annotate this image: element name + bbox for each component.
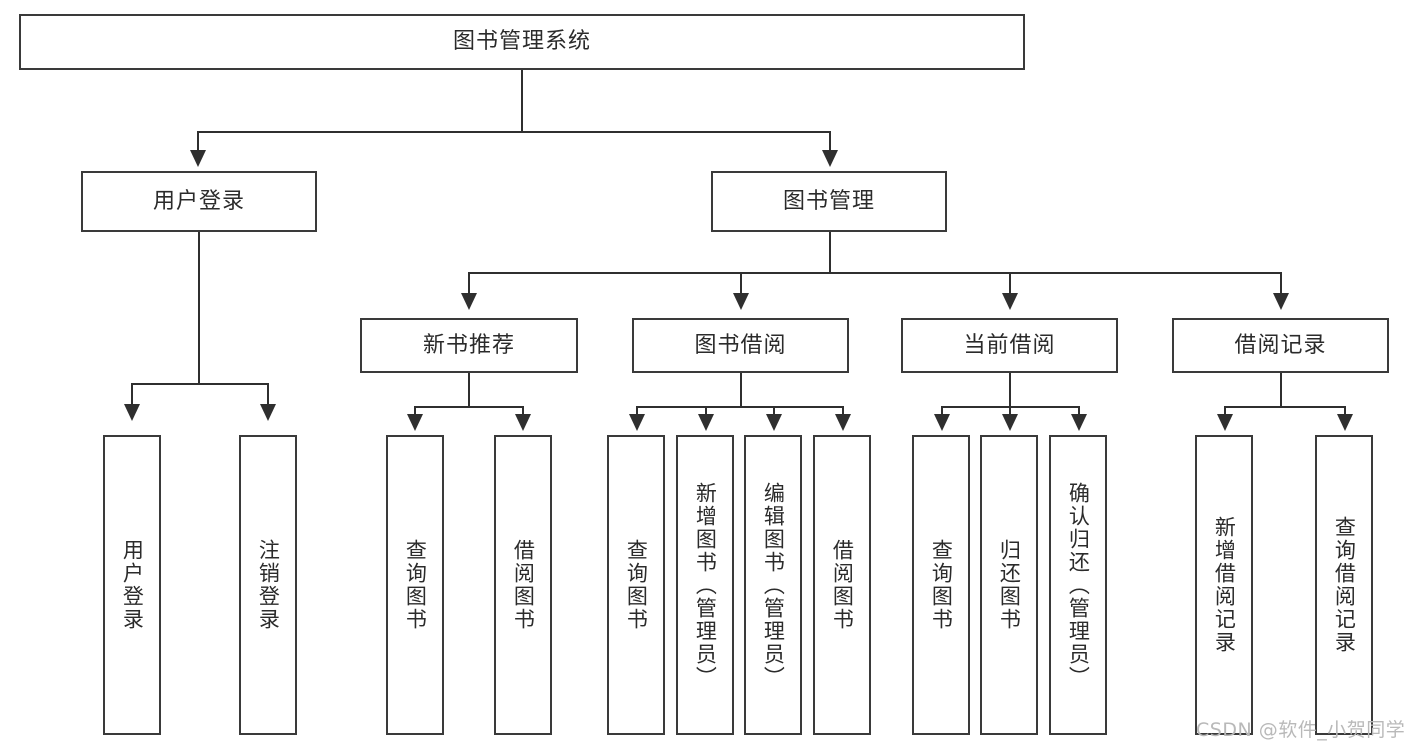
leaf-query-book-nbr[interactable]: 查询图书: [386, 435, 444, 735]
arrow-cb-leaf-3: [1071, 414, 1087, 431]
node-label: 查询图书: [624, 539, 649, 631]
arrow-cb-leaf-2: [1002, 414, 1018, 431]
connector-user-login-bus: [131, 383, 267, 385]
leaf-query-borrow-record[interactable]: 查询借阅记录: [1315, 435, 1373, 735]
leaf-user-login[interactable]: 用户登录: [103, 435, 161, 735]
connector-bm-drop-4: [1280, 272, 1282, 296]
connector-br-drop-2: [1344, 406, 1346, 418]
arrow-bb-leaf-1: [629, 414, 645, 431]
node-label: 图书借阅: [694, 332, 787, 358]
arrow-to-new-book-recommend: [461, 293, 477, 310]
node-label: 新增借阅记录: [1212, 516, 1237, 654]
arrow-bb-leaf-3: [766, 414, 782, 431]
connector-nbr-drop-1: [414, 406, 416, 418]
node-label: 用户登录: [120, 539, 145, 631]
connector-cb-stem: [1009, 373, 1011, 407]
node-label: 确认归还（管理员）: [1066, 481, 1091, 689]
arrow-to-borrow-record: [1273, 293, 1289, 310]
connector-cb-drop-2: [1009, 406, 1011, 418]
connector-bb-bus: [636, 406, 842, 408]
connector-bm-drop-3: [1009, 272, 1011, 296]
arrow-nbr-leaf-1: [407, 414, 423, 431]
arrow-br-leaf-2: [1337, 414, 1353, 431]
arrow-cb-leaf-1: [934, 414, 950, 431]
leaf-confirm-return-admin[interactable]: 确认归还（管理员）: [1049, 435, 1107, 735]
connector-user-login-stem: [198, 232, 200, 384]
connector-br-bus: [1224, 406, 1344, 408]
leaf-logout[interactable]: 注销登录: [239, 435, 297, 735]
connector-br-drop-1: [1224, 406, 1226, 418]
connector-cb-drop-1: [941, 406, 943, 418]
arrow-bb-leaf-4: [835, 414, 851, 431]
connector-bb-drop-1: [636, 406, 638, 418]
node-book-management[interactable]: 图书管理: [711, 171, 947, 232]
leaf-query-book-bb[interactable]: 查询图书: [607, 435, 665, 735]
leaf-borrow-book-nbr[interactable]: 借阅图书: [494, 435, 552, 735]
connector-book-management-bus: [468, 272, 1280, 274]
connector-bb-stem: [740, 373, 742, 407]
connector-root-drop-2: [829, 131, 831, 153]
arrow-to-current-borrow: [1002, 293, 1018, 310]
leaf-return-book[interactable]: 归还图书: [980, 435, 1038, 735]
connector-bm-drop-2: [740, 272, 742, 296]
arrow-to-user-login: [190, 150, 206, 167]
connector-nbr-stem: [468, 373, 470, 407]
arrow-to-user-login-leaf: [124, 404, 140, 421]
arrow-to-book-borrow: [733, 293, 749, 310]
leaf-add-borrow-record[interactable]: 新增借阅记录: [1195, 435, 1253, 735]
node-root-library-system[interactable]: 图书管理系统: [19, 14, 1025, 70]
node-label: 图书管理系统: [452, 29, 591, 55]
connector-user-login-drop-2: [267, 383, 269, 407]
connector-root-bus: [197, 131, 829, 133]
node-user-login[interactable]: 用户登录: [81, 171, 317, 232]
node-label: 用户登录: [152, 188, 245, 214]
watermark-text: CSDN @软件_小贺同学: [1196, 719, 1405, 741]
connector-cb-drop-3: [1078, 406, 1080, 418]
node-label: 查询图书: [403, 539, 428, 631]
node-label: 图书管理: [782, 188, 875, 214]
leaf-edit-book-admin[interactable]: 编辑图书（管理员）: [744, 435, 802, 735]
connector-bb-drop-2: [705, 406, 707, 418]
node-label: 注销登录: [256, 539, 281, 631]
connector-br-stem: [1280, 373, 1282, 407]
connector-root-stem: [521, 70, 523, 132]
node-label: 查询图书: [929, 539, 954, 631]
node-label: 当前借阅: [963, 332, 1056, 358]
node-new-book-recommend[interactable]: 新书推荐: [360, 318, 578, 373]
connector-nbr-drop-2: [522, 406, 524, 418]
arrow-to-book-management: [822, 150, 838, 167]
connector-bm-drop-1: [468, 272, 470, 296]
leaf-query-book-cb[interactable]: 查询图书: [912, 435, 970, 735]
connector-root-drop-1: [197, 131, 199, 153]
node-label: 查询借阅记录: [1332, 516, 1357, 654]
node-label: 借阅记录: [1234, 332, 1327, 358]
node-label: 借阅图书: [511, 539, 536, 631]
arrow-bb-leaf-2: [698, 414, 714, 431]
node-current-borrow[interactable]: 当前借阅: [901, 318, 1118, 373]
connector-user-login-drop-1: [131, 383, 133, 407]
node-borrow-record[interactable]: 借阅记录: [1172, 318, 1389, 373]
node-label: 新增图书（管理员）: [693, 481, 718, 689]
leaf-borrow-book-bb[interactable]: 借阅图书: [813, 435, 871, 735]
node-label: 编辑图书（管理员）: [761, 481, 786, 689]
arrow-br-leaf-1: [1217, 414, 1233, 431]
node-book-borrow[interactable]: 图书借阅: [632, 318, 849, 373]
node-label: 新书推荐: [422, 332, 515, 358]
csdn-watermark: CSDN @软件_小贺同学: [1196, 715, 1405, 742]
arrow-nbr-leaf-2: [515, 414, 531, 431]
arrow-to-logout-leaf: [260, 404, 276, 421]
connector-nbr-bus: [414, 406, 522, 408]
connector-book-management-stem: [829, 232, 831, 273]
leaf-add-book-admin[interactable]: 新增图书（管理员）: [676, 435, 734, 735]
node-label: 归还图书: [997, 539, 1022, 631]
connector-bb-drop-3: [773, 406, 775, 418]
node-label: 借阅图书: [830, 539, 855, 631]
connector-bb-drop-4: [842, 406, 844, 418]
